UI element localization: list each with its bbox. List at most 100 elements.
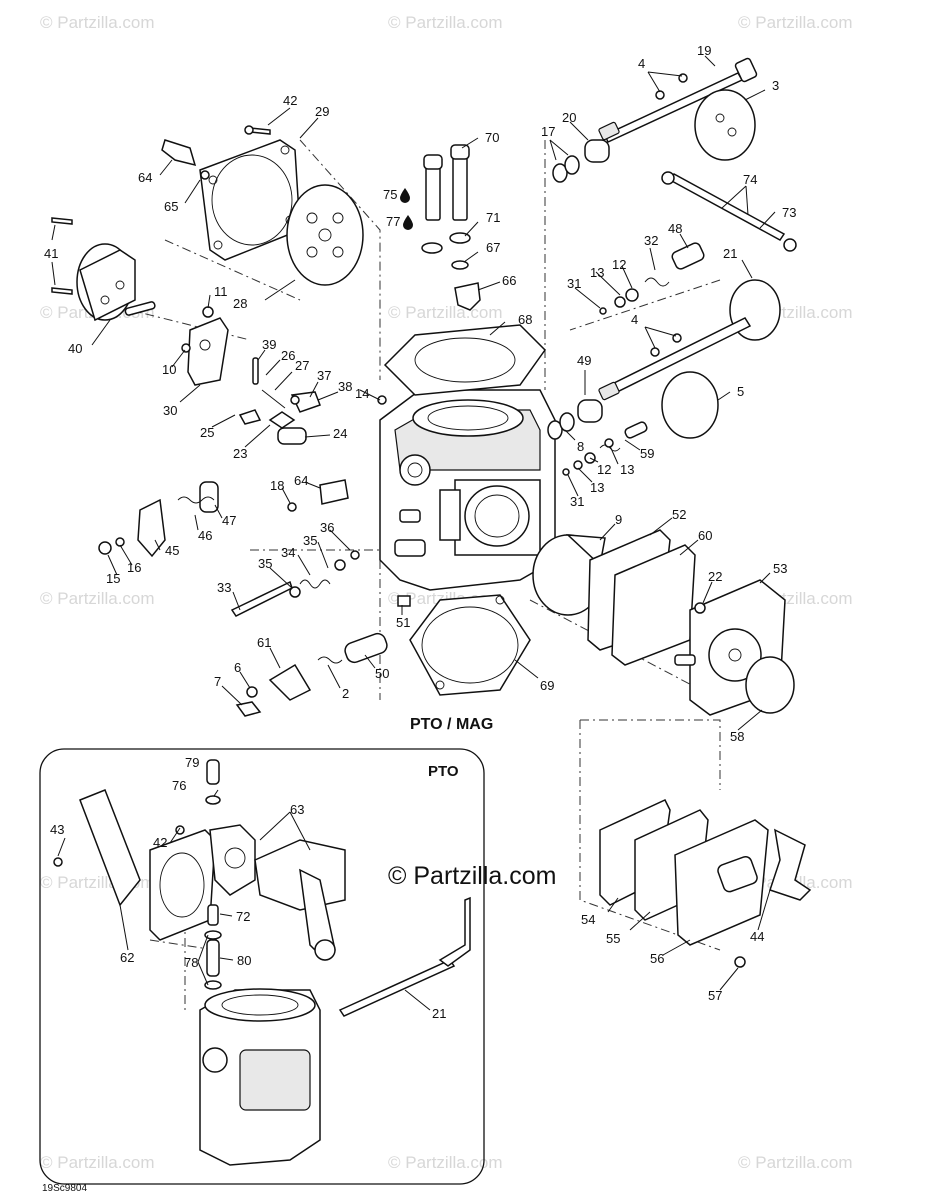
callout-34: 34 — [281, 545, 295, 560]
callout-13: 13 — [590, 265, 604, 280]
callout-10: 10 — [162, 362, 176, 377]
callout-49: 49 — [577, 353, 591, 368]
mid-bracket-64 — [319, 479, 349, 505]
callout-22: 22 — [708, 569, 722, 584]
callout-71: 71 — [486, 210, 500, 225]
callout-64: 64 — [294, 473, 308, 488]
washer-13a — [614, 296, 626, 308]
callout-73: 73 — [782, 205, 796, 220]
callout-59: 59 — [640, 446, 654, 461]
seal-8a — [547, 420, 563, 440]
callout-43: 43 — [50, 822, 64, 837]
callout-42: 42 — [283, 93, 297, 108]
callout-13: 13 — [590, 480, 604, 495]
callout-numbers: 19 4 3 42 29 20 17 70 64 65 75 77 74 73 … — [44, 43, 796, 1021]
callout-16: 16 — [127, 560, 141, 575]
callout-12: 12 — [597, 462, 611, 477]
callout-67: 67 — [486, 240, 500, 255]
watermark: © Partzilla.com — [388, 1153, 503, 1172]
needle-59 — [599, 421, 648, 452]
flange-gasket-69 — [409, 594, 531, 696]
callout-44: 44 — [750, 929, 764, 944]
callout-41: 41 — [44, 246, 58, 261]
idle-screw-assembly — [230, 550, 360, 617]
callout-21: 21 — [723, 246, 737, 261]
washer-12a — [625, 288, 639, 302]
callout-40: 40 — [68, 341, 82, 356]
callout-58: 58 — [730, 729, 744, 744]
callout-14: 14 — [355, 386, 369, 401]
bracket-64-top — [161, 139, 197, 167]
callout-57: 57 — [708, 988, 722, 1003]
callout-18: 18 — [270, 478, 284, 493]
clip-66 — [454, 282, 481, 311]
screw-11 — [202, 306, 214, 318]
callout-72: 72 — [236, 909, 250, 924]
linkage-74 — [661, 171, 797, 252]
callout-50: 50 — [375, 666, 389, 681]
callout-47: 47 — [222, 513, 236, 528]
callout-61: 61 — [257, 635, 271, 650]
drop-icon — [400, 188, 410, 203]
screw-41b — [51, 287, 73, 295]
callout-3: 3 — [772, 78, 779, 93]
callout-12: 12 — [612, 257, 626, 272]
callout-75: 75 — [383, 187, 397, 202]
callout-70: 70 — [485, 130, 499, 145]
callout-36: 36 — [320, 520, 334, 535]
callout-13: 13 — [620, 462, 634, 477]
screw-10 — [181, 343, 191, 353]
watermark: © Partzilla.com — [40, 589, 155, 608]
pump-cover-29 — [199, 139, 301, 261]
callout-65: 65 — [164, 199, 178, 214]
callout-79: 79 — [185, 755, 199, 770]
callout-46: 46 — [198, 528, 212, 543]
screw-14 — [377, 395, 387, 405]
callout-35: 35 — [258, 556, 272, 571]
screw-4d — [650, 347, 660, 357]
callout-74: 74 — [743, 172, 757, 187]
lever-21 — [598, 279, 781, 401]
callout-26: 26 — [281, 348, 295, 363]
figure-code: 19Sc9804 — [42, 1183, 87, 1194]
callout-77: 77 — [386, 214, 400, 229]
callout-5: 5 — [737, 384, 744, 399]
callout-31: 31 — [570, 494, 584, 509]
callout-51: 51 — [396, 615, 410, 630]
callout-17: 17 — [541, 124, 555, 139]
callout-30: 30 — [163, 403, 177, 418]
callout-62: 62 — [120, 950, 134, 965]
screw-41a — [51, 217, 73, 225]
throttle-plate-3 — [694, 89, 756, 161]
watermark: © Partzilla.com — [738, 1153, 853, 1172]
drop-icon — [403, 215, 413, 230]
fitting-48 — [644, 242, 705, 287]
callout-69: 69 — [540, 678, 554, 693]
cover-56 — [674, 819, 769, 946]
pto-inset-parts — [53, 759, 471, 1166]
callout-56: 56 — [650, 951, 664, 966]
callout-23: 23 — [233, 446, 247, 461]
callout-48: 48 — [668, 221, 682, 236]
pto-inset-frame — [39, 748, 485, 1185]
callout-28: 28 — [233, 296, 247, 311]
callout-15: 15 — [106, 571, 120, 586]
leader-lines — [51, 55, 776, 1011]
callout-8: 8 — [577, 439, 584, 454]
callout-37: 37 — [317, 368, 331, 383]
throttle-lever-cluster — [235, 595, 411, 717]
callout-35: 35 — [303, 533, 317, 548]
watermark: © Partzilla.com — [388, 303, 503, 322]
top-gasket-68 — [383, 324, 546, 396]
screw-42-top — [244, 125, 271, 135]
callout-20: 20 — [562, 110, 576, 125]
washer-65 — [200, 170, 210, 180]
oring-58 — [745, 656, 795, 714]
callout-52: 52 — [672, 507, 686, 522]
long-screws-70 — [423, 144, 470, 221]
callout-38: 38 — [338, 379, 352, 394]
callout-54: 54 — [581, 912, 595, 927]
callout-6: 6 — [234, 660, 241, 675]
carburetor-body — [379, 389, 556, 591]
